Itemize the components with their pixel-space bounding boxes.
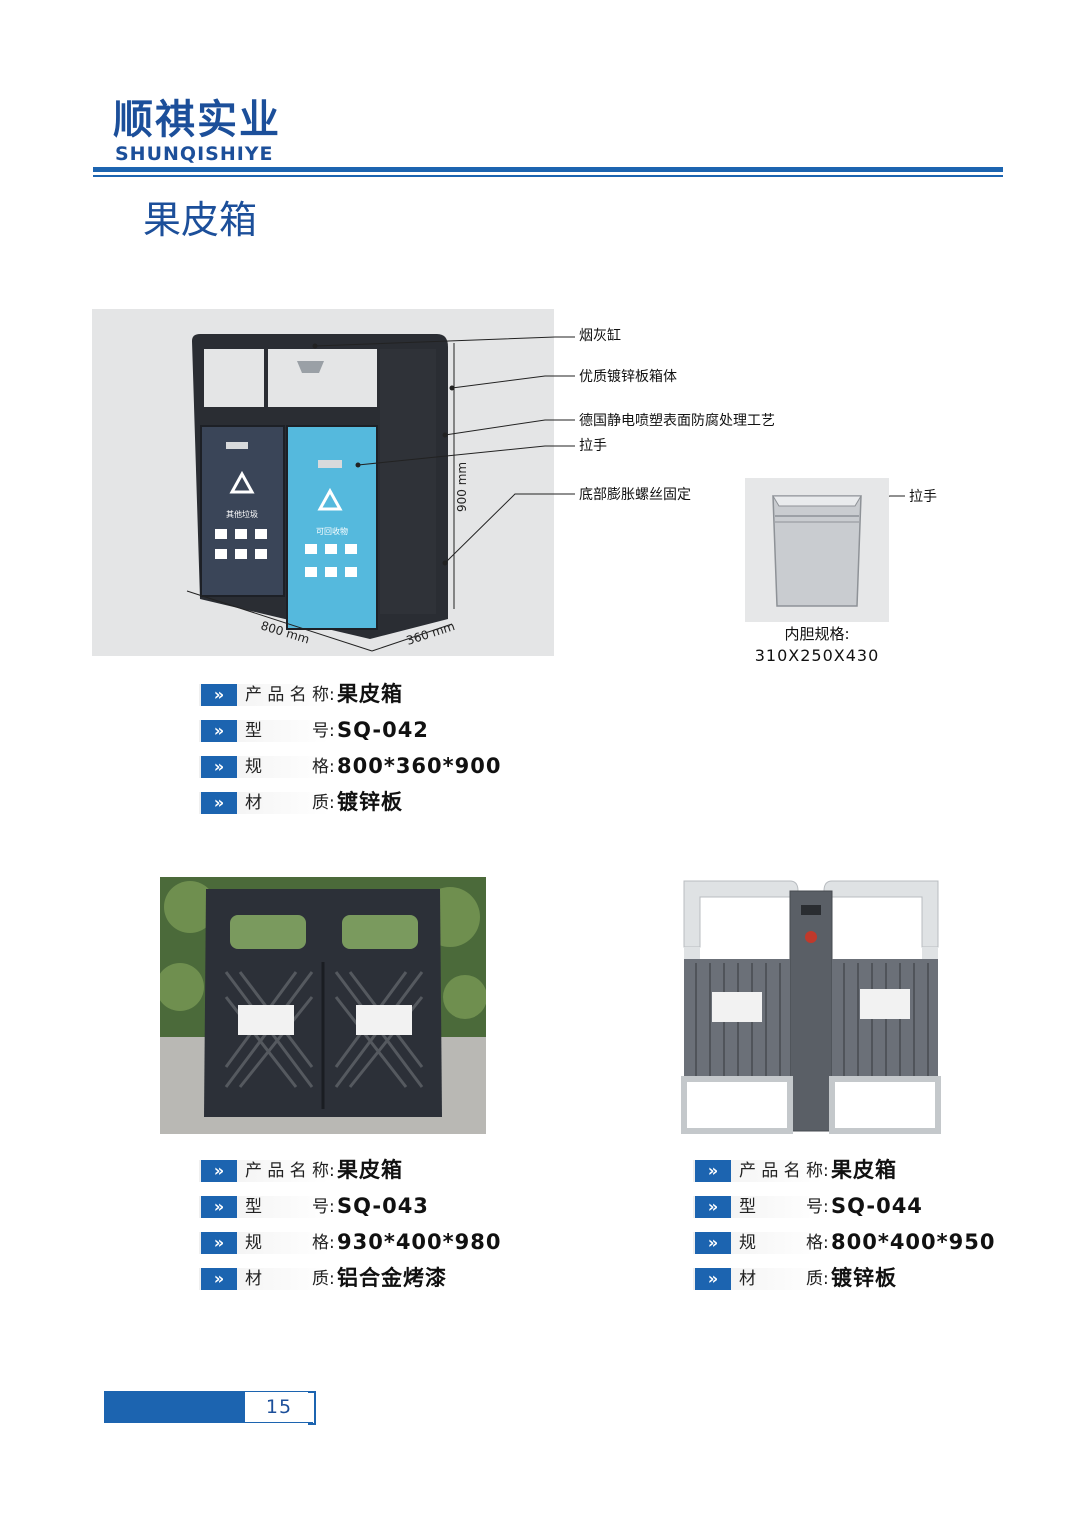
spec-value: 果皮箱 [337, 1158, 403, 1182]
spec-row-model: »型号:SQ-042 [199, 716, 529, 746]
spec-value: SQ-044 [831, 1194, 923, 1218]
product-a-illustration: 其他垃圾 可回收物 800 mm 360 mm 900 mm [92, 309, 554, 656]
chevron-icon: » [201, 684, 237, 706]
inner-spec-dimensions: 310X250X430 [754, 646, 880, 665]
inner-spec-caption: 内胆规格: [784, 625, 850, 643]
brand-name-en: SHUNQISHIYE [115, 143, 274, 165]
chevron-icon: » [201, 1268, 237, 1290]
spec-value: 800*400*950 [831, 1230, 996, 1254]
chevron-icon: » [695, 1232, 731, 1254]
spec-row-name: »产品名称:果皮箱 [199, 1156, 529, 1186]
inner-bucket-photo [745, 478, 889, 622]
chevron-icon: » [201, 756, 237, 778]
spec-row-model: »型号:SQ-044 [693, 1192, 1023, 1222]
spec-row-size: »规格:800*400*950 [693, 1228, 1023, 1258]
chevron-icon: » [695, 1268, 731, 1290]
dim-height: 900 mm [455, 462, 469, 512]
callout-inner-handle: 拉手 [909, 489, 937, 505]
product-b-illustration [160, 877, 486, 1134]
footer-page-box [245, 1391, 313, 1423]
spec-row-name: »产品名称:果皮箱 [693, 1156, 1023, 1186]
page-title: 果皮箱 [143, 198, 258, 242]
callout-anchor: 底部膨胀螺丝固定 [579, 487, 691, 503]
callout-ashtray: 烟灰缸 [579, 328, 621, 344]
product-a-photo: 其他垃圾 可回收物 800 mm 360 mm 900 mm [92, 309, 554, 656]
spec-row-material: »材质:铝合金烤漆 [199, 1264, 529, 1294]
spec-value: 果皮箱 [337, 682, 403, 706]
spec-row-material: »材质:镀锌板 [199, 788, 529, 818]
spec-row-size: »规格:800*360*900 [199, 752, 529, 782]
product-c-illustration [681, 880, 941, 1134]
callout-leaders [312, 336, 905, 566]
spec-value: SQ-043 [337, 1194, 429, 1218]
inner-bucket-illustration [745, 478, 889, 622]
spec-value: 果皮箱 [831, 1158, 897, 1182]
spec-list-a: »产品名称:果皮箱 »型号:SQ-042 »规格:800*360*900 »材质… [199, 680, 529, 824]
spec-value: 镀锌板 [831, 1266, 897, 1290]
chevron-icon: » [201, 792, 237, 814]
chevron-icon: » [201, 1160, 237, 1182]
header-rule-thick [93, 167, 1003, 172]
spec-value: 镀锌板 [337, 790, 403, 814]
brand-name-cn: 顺祺实业 [113, 97, 281, 143]
bin-left-label: 其他垃圾 [226, 509, 258, 519]
callout-body: 优质镀锌板箱体 [579, 369, 677, 385]
bin-right-label: 可回收物 [316, 526, 348, 536]
chevron-icon: » [201, 1232, 237, 1254]
footer-bar [104, 1391, 245, 1423]
footer-bracket [308, 1391, 316, 1425]
spec-row-model: »型号:SQ-043 [199, 1192, 529, 1222]
spec-row-size: »规格:930*400*980 [199, 1228, 529, 1258]
spec-value: 800*360*900 [337, 754, 502, 778]
page-number: 15 [265, 1396, 293, 1418]
spec-value: 930*400*980 [337, 1230, 502, 1254]
product-b-photo [160, 877, 486, 1134]
spec-row-name: »产品名称:果皮箱 [199, 680, 529, 710]
chevron-icon: » [201, 720, 237, 742]
spec-value: SQ-042 [337, 718, 429, 742]
chevron-icon: » [201, 1196, 237, 1218]
callout-handle: 拉手 [579, 438, 607, 454]
spec-row-material: »材质:镀锌板 [693, 1264, 1023, 1294]
header-rule-thin [93, 175, 1003, 177]
spec-list-c: »产品名称:果皮箱 »型号:SQ-044 »规格:800*400*950 »材质… [693, 1156, 1023, 1300]
callout-coating: 德国静电喷塑表面防腐处理工艺 [579, 413, 775, 429]
chevron-icon: » [695, 1196, 731, 1218]
product-c-photo [680, 877, 942, 1137]
spec-value: 铝合金烤漆 [337, 1266, 447, 1290]
spec-list-b: »产品名称:果皮箱 »型号:SQ-043 »规格:930*400*980 »材质… [199, 1156, 529, 1300]
chevron-icon: » [695, 1160, 731, 1182]
